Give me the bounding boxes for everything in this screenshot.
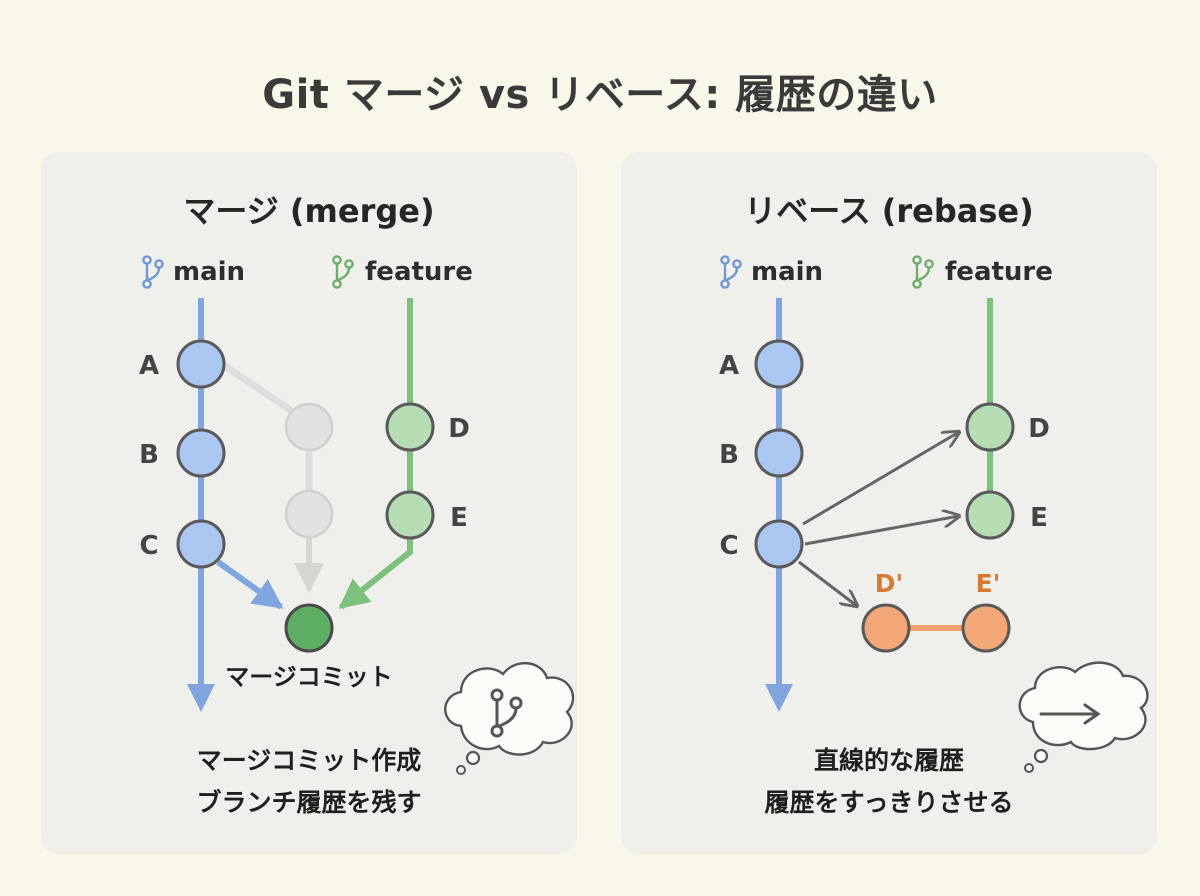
rebase-main-label: main — [751, 257, 823, 287]
commit-d-prime-label: D' — [875, 569, 903, 598]
commit-e-label: E — [1030, 503, 1048, 533]
commit-e-label: E — [450, 503, 468, 533]
commit-e-prime — [961, 603, 1011, 653]
ghost-commit — [284, 402, 334, 452]
merge-thought-bubble — [444, 661, 575, 775]
commit-a-label: A — [719, 351, 739, 381]
commit-e — [965, 490, 1015, 540]
merge-commit — [284, 603, 334, 653]
rebase-caption-line1: 直線的な履歴 — [813, 746, 964, 775]
commit-d-label: D — [1028, 414, 1050, 444]
rebase-feature-label: feature — [945, 257, 1053, 287]
main-arrowhead — [187, 684, 215, 712]
feature-merge-arrow — [338, 538, 413, 610]
rebase-arrow-to-d-prime — [798, 560, 857, 606]
arrow-right-icon — [1039, 703, 1101, 725]
main-branch-icon — [720, 255, 742, 289]
ghost-link — [218, 360, 297, 416]
merge-feature-label: feature — [365, 257, 473, 287]
commit-a — [176, 339, 226, 389]
git-branch-icon — [490, 688, 523, 738]
merge-panel: マージ (merge) main — [41, 152, 577, 854]
commit-b-label: B — [719, 440, 739, 470]
merge-caption-line1: マージコミット作成 — [196, 746, 422, 775]
commit-c — [176, 519, 226, 569]
commit-d-prime — [861, 603, 911, 653]
commit-d — [385, 402, 435, 452]
rebase-panel: リベース (rebase) main feature — [621, 152, 1157, 854]
page-title: Git マージ vs リベース: 履歴の違い — [262, 72, 938, 118]
commit-a-label: A — [139, 351, 159, 381]
commit-b — [754, 428, 804, 478]
commit-c-label: C — [719, 531, 738, 561]
commit-d-label: D — [448, 414, 470, 444]
commit-d — [965, 402, 1015, 452]
commit-b-label: B — [139, 440, 159, 470]
merge-caption-line2: ブランチ履歴を残す — [196, 788, 422, 817]
ghost-commit — [284, 489, 334, 539]
rebase-caption-line2: 履歴をすっきりさせる — [764, 788, 1014, 817]
merge-caption: マージコミット作成 ブランチ履歴を残す — [41, 740, 577, 824]
main-merge-arrow — [216, 559, 284, 610]
commit-c-label: C — [139, 531, 158, 561]
rebase-thought-bubble — [1018, 661, 1149, 773]
commit-e — [385, 490, 435, 540]
rebase-caption: 直線的な履歴 履歴をすっきりさせる — [621, 740, 1157, 824]
feature-branch-icon — [332, 255, 354, 289]
main-arrowhead — [765, 684, 793, 712]
rebase-diagram: main feature A B C D E — [719, 255, 1149, 773]
feature-branch-icon — [912, 255, 934, 289]
merge-main-label: main — [173, 257, 245, 287]
main-branch-icon — [142, 255, 164, 289]
merge-commit-label: マージコミット — [225, 663, 393, 691]
commit-c — [754, 519, 804, 569]
merge-diagram: main feature A B C — [139, 255, 575, 775]
rebase-heading: リベース (rebase) — [744, 192, 1034, 230]
rebase-arrow-to-d — [802, 432, 959, 526]
commit-e-prime-label: E' — [976, 569, 1001, 598]
commit-a — [754, 339, 804, 389]
rebase-arrow-to-e — [804, 516, 959, 546]
merge-heading: マージ (merge) — [183, 192, 435, 230]
commit-b — [176, 428, 226, 478]
